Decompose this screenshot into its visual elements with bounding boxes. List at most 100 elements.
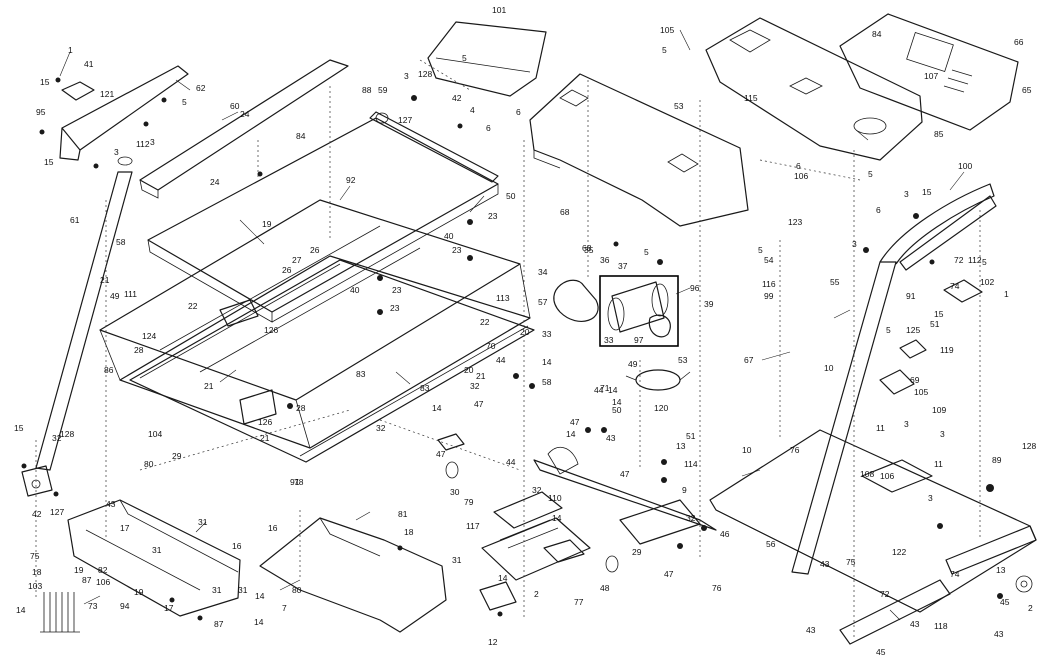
part-number-label: 45 (876, 647, 886, 657)
part-number-label: 5 (662, 45, 667, 55)
part-number-label: 30 (450, 487, 460, 497)
part-number-label: 126 (264, 325, 279, 335)
part-number-label: 91 (906, 291, 916, 301)
part-number-label: 47 (620, 469, 630, 479)
part-number-label: 4 (470, 105, 475, 115)
part-number-label: 15 (934, 309, 944, 319)
part-number-label: 66 (1014, 37, 1024, 47)
part-number-label: 55 (830, 277, 840, 287)
part-number-label: 14 (612, 397, 622, 407)
part-number-label: 3 (852, 239, 857, 249)
part-number-label: 14 (552, 513, 562, 523)
part-number-label: 84 (296, 131, 306, 141)
part-number-label: 68 (582, 243, 592, 253)
part-number-label: 32 (470, 381, 480, 391)
part-number-label: 99 (764, 291, 774, 301)
part-number-label: 104 (148, 429, 163, 439)
part-number-label: 43 (910, 619, 920, 629)
part-number-label: 9 (682, 485, 687, 495)
part-number-label: 47 (570, 417, 580, 427)
part-number-label: 5 (462, 53, 467, 63)
leader-lines (59, 29, 965, 621)
part-number-label: 107 (924, 71, 939, 81)
part-number-label: 43 (106, 499, 116, 509)
part-number-label: 22 (480, 317, 490, 327)
part-number-label: 1 (1004, 289, 1009, 299)
part-number-label: 91 (290, 477, 300, 487)
part-number-label: 48 (600, 583, 610, 593)
part-number-label: 31 (152, 545, 162, 555)
part-number-label: 31 (452, 555, 462, 565)
part-number-label: 5 (868, 169, 873, 179)
part-number-label: 124 (142, 331, 157, 341)
part-number-label: 2 (534, 589, 539, 599)
part-number-label: 47 (474, 399, 484, 409)
part-number-label: 10 (742, 445, 752, 455)
incline-bracket (533, 446, 717, 545)
part-number-label: 81 (398, 509, 408, 519)
part-number-label: 14 (254, 617, 264, 627)
part-number-label: 101 (492, 5, 507, 15)
part-number-label: 88 (362, 85, 372, 95)
part-number-label: 42 (32, 509, 42, 519)
part-number-label: 70 (486, 341, 496, 351)
part-number-label: 23 (390, 303, 400, 313)
part-number-label: 35 (584, 245, 594, 255)
part-number-label: 14 (498, 573, 508, 583)
part-number-label: 36 (600, 255, 610, 265)
part-number-label: 21 (204, 381, 214, 391)
part-number-label: 87 (214, 619, 224, 629)
part-number-label: 14 (608, 385, 618, 395)
part-number-label: 5 (182, 97, 187, 107)
part-number-label: 10 (824, 363, 834, 373)
part-number-label: 3 (928, 493, 933, 503)
part-number-label: 23 (488, 211, 498, 221)
part-number-label: 40 (444, 231, 454, 241)
part-number-label: 15 (922, 187, 932, 197)
part-number-label: 128 (1022, 441, 1037, 451)
part-number-label: 26 (282, 265, 292, 275)
lower-pan (129, 259, 535, 463)
part-number-label: 23 (392, 285, 402, 295)
part-number-label: 51 (930, 319, 940, 329)
motor-detail (599, 275, 679, 347)
assembly-guides (35, 59, 981, 640)
part-number-label: 43 (820, 559, 830, 569)
part-number-label: 121 (100, 89, 115, 99)
part-number-label: 12 (488, 637, 498, 647)
part-number-label: 80 (292, 585, 302, 595)
part-number-label: 6 (876, 205, 881, 215)
walking-deck (147, 117, 499, 323)
fasteners (21, 77, 1003, 621)
part-number-label: 85 (934, 129, 944, 139)
part-number-label: 21 (260, 433, 270, 443)
part-number-label: 20 (520, 327, 530, 337)
part-number-label: 46 (720, 529, 730, 539)
part-number-label: 15 (44, 157, 54, 167)
part-number-label: 29 (632, 547, 642, 557)
part-number-label: 92 (346, 175, 356, 185)
part-number-label: 109 (932, 405, 947, 415)
part-number-label: 106 (794, 171, 809, 181)
part-number-label: 40 (350, 285, 360, 295)
part-number-label: 114 (684, 459, 698, 469)
part-number-label: 3 (404, 71, 409, 81)
part-number-label: 14 (16, 605, 26, 615)
part-number-label: 47 (664, 569, 674, 579)
part-number-label: 89 (992, 455, 1002, 465)
part-number-label: 19 (74, 565, 84, 575)
part-number-label: 11 (934, 459, 943, 469)
part-number-label: 127 (398, 115, 413, 125)
part-number-label: 19 (262, 219, 272, 229)
part-number-label: 95 (36, 107, 46, 117)
part-number-label: 15 (14, 423, 24, 433)
part-number-label: 97 (634, 335, 644, 345)
part-number-label: 84 (872, 29, 882, 39)
rear-end-cap (67, 499, 241, 617)
part-number-label: 80 (144, 459, 154, 469)
right-handrail (899, 195, 997, 303)
part-number-label: 14 (255, 591, 265, 601)
part-number-label: 105 (660, 25, 675, 35)
part-number-label: 115 (744, 93, 758, 103)
